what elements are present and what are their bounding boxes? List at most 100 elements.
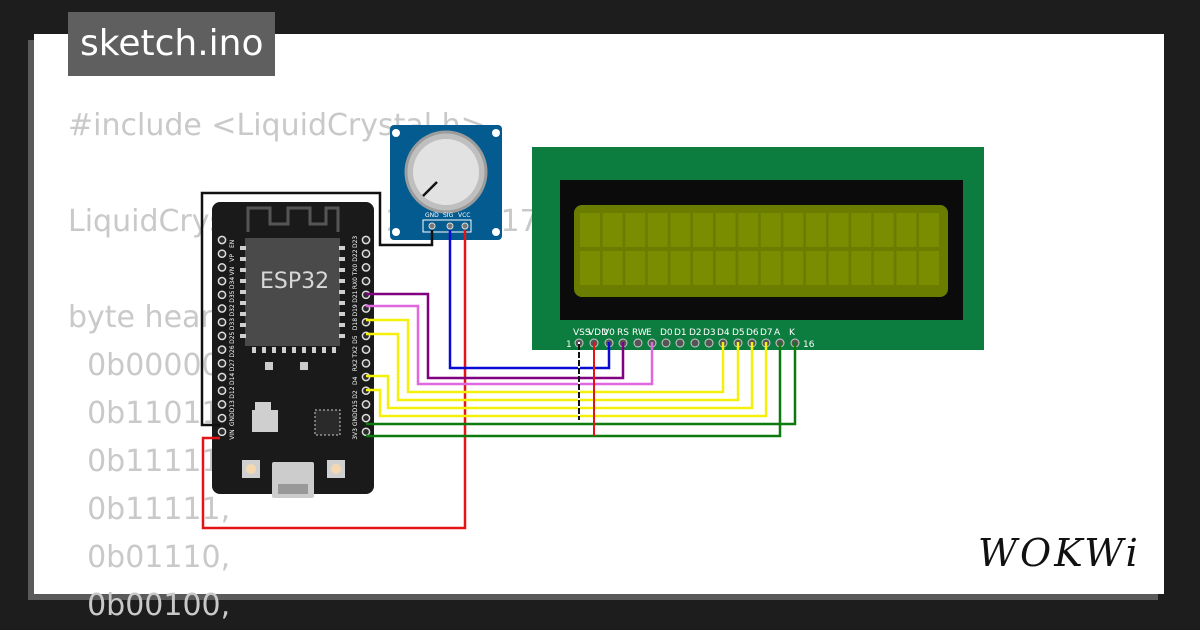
pot-knob-indicator bbox=[422, 181, 438, 197]
wires bbox=[200, 191, 797, 530]
lcd-pin[interactable] bbox=[675, 338, 685, 348]
esp32-pin[interactable] bbox=[361, 358, 371, 368]
lcd-pin-label: K bbox=[789, 328, 796, 338]
wire-d6[interactable] bbox=[366, 342, 754, 410]
lcd-pin-label: A bbox=[774, 328, 781, 338]
esp32-pin[interactable] bbox=[217, 317, 227, 327]
wire-gnd-pot[interactable] bbox=[200, 191, 434, 427]
esp32-pin-label: D13 bbox=[229, 400, 236, 412]
esp32-pin[interactable] bbox=[217, 263, 227, 272]
esp32-pin[interactable] bbox=[217, 276, 227, 286]
esp32-module bbox=[245, 238, 340, 346]
esp32-pin[interactable] bbox=[217, 290, 227, 300]
lcd-cell bbox=[670, 251, 691, 285]
esp32-pin[interactable] bbox=[217, 427, 227, 437]
lcd-cell bbox=[896, 251, 917, 285]
esp32-pin-label: D4 bbox=[352, 376, 359, 385]
esp32-pin[interactable] bbox=[217, 372, 227, 382]
lcd-cell bbox=[580, 213, 600, 247]
esp32-pin[interactable] bbox=[361, 263, 371, 272]
esp32-pin[interactable] bbox=[361, 427, 371, 437]
esp32-pin[interactable] bbox=[361, 400, 371, 409]
esp32-pin[interactable] bbox=[217, 400, 227, 409]
code-line: 0b11111, bbox=[68, 444, 231, 479]
file-tab[interactable]: sketch.ino bbox=[68, 12, 276, 76]
esp32-pin[interactable] bbox=[217, 235, 227, 245]
boot-button[interactable] bbox=[331, 464, 341, 474]
wire-d4[interactable] bbox=[366, 318, 725, 394]
esp32-pin-label: D35 bbox=[229, 290, 236, 302]
pot-mount-hole bbox=[492, 228, 500, 236]
esp32-pin[interactable] bbox=[217, 331, 227, 341]
esp32-pin-label: VP bbox=[229, 254, 236, 262]
module-pad bbox=[332, 347, 336, 353]
lcd-pin-label: D7 bbox=[760, 328, 773, 338]
pot-mount-hole bbox=[492, 129, 500, 137]
lcd-cell bbox=[647, 251, 668, 285]
pot-mount-hole bbox=[392, 129, 400, 137]
lcd-pin[interactable] bbox=[633, 338, 643, 348]
esp32-pin[interactable] bbox=[217, 413, 227, 423]
wire-d7[interactable] bbox=[366, 342, 768, 418]
wire-pot-sig-v0[interactable] bbox=[448, 230, 611, 370]
lcd-pin[interactable] bbox=[690, 338, 700, 348]
module-pad bbox=[240, 279, 246, 283]
esp32-pin[interactable] bbox=[361, 345, 371, 354]
lcd-cell bbox=[851, 251, 872, 285]
module-pad bbox=[292, 347, 296, 353]
module-pad bbox=[339, 257, 345, 261]
pot-pin[interactable] bbox=[446, 222, 454, 230]
pot-pin[interactable] bbox=[428, 222, 436, 230]
esp32-pin-label: D33 bbox=[229, 318, 236, 330]
esp32-pin-label: D15 bbox=[352, 400, 359, 412]
wire-rs[interactable] bbox=[366, 292, 625, 380]
esp32-pin[interactable] bbox=[217, 386, 227, 396]
lcd-pin[interactable] bbox=[661, 338, 671, 348]
regulator-body bbox=[252, 410, 278, 432]
esp32-pin[interactable] bbox=[361, 413, 371, 423]
module-pad bbox=[339, 290, 345, 294]
wire-d5[interactable] bbox=[366, 332, 740, 402]
esp32-pin[interactable] bbox=[361, 276, 371, 286]
smd-component bbox=[300, 362, 308, 370]
esp32-pin-label: EN bbox=[229, 240, 236, 248]
esp32-board[interactable]: ESP32 ENVPVND34D35D32D33D25D26D27D14D12D… bbox=[212, 202, 374, 498]
module-pad bbox=[339, 279, 345, 283]
lcd-pin-label: D3 bbox=[703, 328, 716, 338]
wire-vcc-pot[interactable] bbox=[201, 230, 467, 530]
wire-enable[interactable] bbox=[366, 304, 654, 386]
pot-mount-hole bbox=[392, 228, 400, 236]
lcd-cell bbox=[693, 213, 713, 247]
lcd-pin-label: VDD bbox=[588, 328, 608, 338]
en-button[interactable] bbox=[246, 464, 256, 474]
lcd-pin-label: RW bbox=[632, 328, 647, 338]
module-pad bbox=[240, 290, 246, 294]
wokwi-logo[interactable]: WOKWi bbox=[978, 531, 1141, 575]
lcd-pin[interactable] bbox=[704, 338, 714, 348]
pot-pin[interactable] bbox=[461, 222, 469, 230]
lcd-cell bbox=[738, 251, 759, 285]
esp32-pin-label: GND bbox=[229, 412, 236, 426]
esp32-pin[interactable] bbox=[361, 249, 371, 259]
esp32-pin-label: D27 bbox=[229, 359, 236, 371]
lcd-cell bbox=[873, 213, 894, 247]
lcd-pin-label: D0 bbox=[660, 328, 673, 338]
esp32-pin[interactable] bbox=[217, 304, 227, 313]
module-pad bbox=[339, 301, 345, 305]
lcd-pin-label: D5 bbox=[732, 328, 745, 338]
wire-backlight-a[interactable] bbox=[366, 342, 782, 438]
module-pad bbox=[339, 268, 345, 272]
esp32-pin[interactable] bbox=[217, 358, 227, 368]
module-pad bbox=[339, 323, 345, 327]
esp32-pin[interactable] bbox=[217, 345, 227, 354]
usb-uart-chip bbox=[314, 409, 341, 436]
lcd-cell bbox=[806, 251, 826, 285]
pot-pin-label: SIG bbox=[443, 212, 454, 219]
lcd-cell bbox=[873, 251, 894, 285]
esp32-pin[interactable] bbox=[361, 235, 371, 245]
wire-backlight-k[interactable] bbox=[366, 342, 797, 426]
esp32-pin[interactable] bbox=[217, 249, 227, 259]
